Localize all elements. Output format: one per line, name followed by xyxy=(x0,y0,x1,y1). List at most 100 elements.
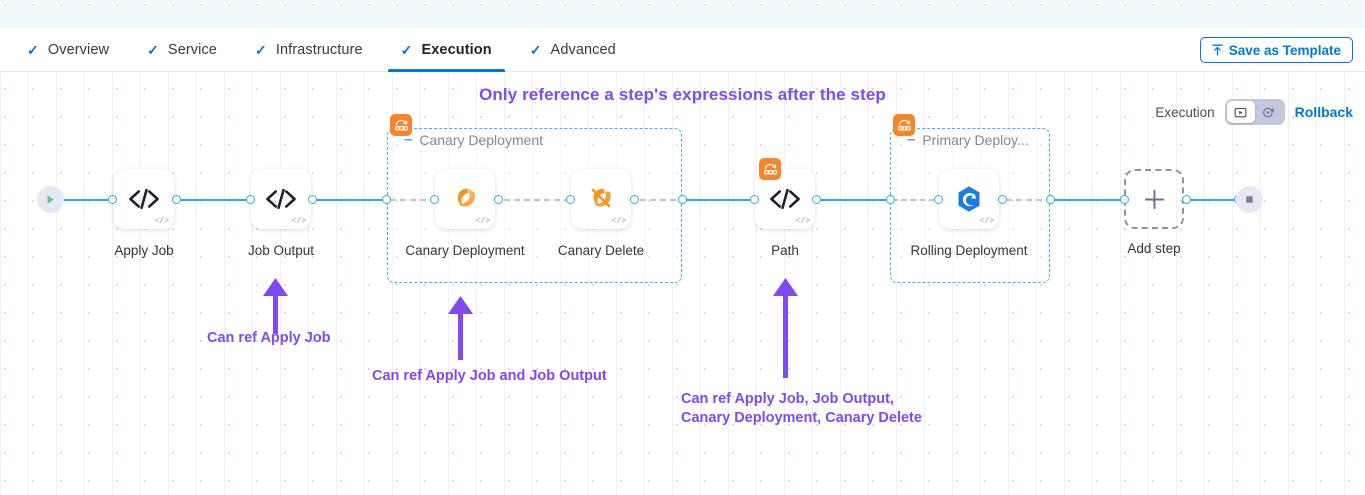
edge-path-primarygroup xyxy=(812,199,896,201)
tab-service[interactable]: ✓ Service xyxy=(134,28,230,72)
port[interactable] xyxy=(108,195,117,204)
step-label-canary-delete: Canary Delete xyxy=(557,243,645,258)
rollback-link[interactable]: Rollback xyxy=(1294,104,1353,120)
step-group-icon-badge xyxy=(759,158,781,180)
tab-infrastructure[interactable]: ✓ Infrastructure xyxy=(242,28,376,72)
port[interactable] xyxy=(812,195,821,204)
rolling-deploy-icon xyxy=(958,186,980,212)
port[interactable] xyxy=(1120,195,1129,204)
port[interactable] xyxy=(998,195,1007,204)
tab-label: Execution xyxy=(421,41,492,58)
port[interactable] xyxy=(566,195,575,204)
tab-execution[interactable]: ✓ Execution xyxy=(387,28,505,72)
play-box-icon-button[interactable] xyxy=(1226,101,1255,123)
save-as-template-label: Save as Template xyxy=(1228,42,1341,58)
edge-canarydelete-groupout xyxy=(630,199,686,201)
code-badge-icon: </> xyxy=(154,217,169,226)
plus-icon xyxy=(1144,189,1164,209)
tab-label: Infrastructure xyxy=(275,41,363,58)
check-icon: ✓ xyxy=(147,41,159,58)
page-headline: Only reference a step's expressions afte… xyxy=(479,85,886,104)
step-node-canary-deployment[interactable]: </> xyxy=(435,169,495,229)
play-circle-icon-button[interactable] xyxy=(1255,101,1283,123)
port[interactable] xyxy=(750,195,759,204)
play-circle-icon xyxy=(1263,107,1275,117)
edge-rolling-groupout xyxy=(996,199,1052,201)
step-label-canary-deployment: Canary Deployment xyxy=(405,243,525,258)
tab-label: Service xyxy=(167,41,217,58)
step-group-icon-badge xyxy=(390,114,412,136)
collapse-icon[interactable]: – xyxy=(907,131,916,148)
check-icon: ✓ xyxy=(400,41,413,58)
step-label-rolling-deployment: Rolling Deployment xyxy=(910,243,1028,258)
step-node-canary-delete[interactable]: </> xyxy=(571,169,631,229)
port[interactable] xyxy=(886,195,895,204)
code-badge-icon: </> xyxy=(979,217,994,226)
step-label-job-output: Job Output xyxy=(247,243,315,258)
pipeline-start-node[interactable] xyxy=(37,186,64,213)
step-node-job-output[interactable]: </> xyxy=(251,169,311,229)
code-icon xyxy=(129,188,159,210)
canary-bird-icon xyxy=(457,188,475,207)
group-label-text: Primary Deploy... xyxy=(922,131,1029,148)
stop-icon xyxy=(1246,196,1253,203)
edge-group-path xyxy=(680,199,758,201)
tab-bar: ✓ Overview ✓ Service ✓ Infrastructure ✓ … xyxy=(0,28,1365,72)
step-node-rolling-deployment[interactable]: </> xyxy=(939,169,999,229)
step-group-icon-badge xyxy=(893,114,915,136)
code-badge-icon: </> xyxy=(611,217,626,226)
edge-start-applyjob xyxy=(62,199,119,201)
edge-joboutput-group xyxy=(308,199,394,201)
add-step-label: Add step xyxy=(1127,241,1181,256)
canary-delete-icon xyxy=(591,188,611,208)
port[interactable] xyxy=(494,195,503,204)
port[interactable] xyxy=(934,195,943,204)
port[interactable] xyxy=(1182,195,1191,204)
check-icon: ✓ xyxy=(529,41,542,58)
execution-label: Execution xyxy=(1155,104,1215,120)
edge-primarygroup-rolling xyxy=(892,199,944,201)
step-group-icon xyxy=(394,119,408,130)
annotation-text-1: Can ref Apply Job xyxy=(207,330,331,346)
collapse-icon[interactable]: – xyxy=(404,131,413,148)
group-label-canary-deployment[interactable]: – Canary Deployment xyxy=(404,131,543,148)
step-node-apply-job[interactable]: </> xyxy=(114,169,174,229)
tab-label: Overview xyxy=(47,41,110,58)
code-icon xyxy=(770,188,800,210)
code-badge-icon: </> xyxy=(795,217,810,226)
tab-overview[interactable]: ✓ Overview xyxy=(14,28,122,72)
execution-controls: Execution Rollback xyxy=(1155,99,1353,125)
code-badge-icon: </> xyxy=(291,217,306,226)
step-group-icon xyxy=(897,119,911,130)
pipeline-end-node[interactable] xyxy=(1236,186,1263,213)
canvas-top-strip xyxy=(0,0,1365,28)
tab-list: ✓ Overview ✓ Service ✓ Infrastructure ✓ … xyxy=(0,28,641,72)
code-icon xyxy=(266,188,296,210)
step-group-icon xyxy=(763,163,777,174)
annotation-text-2: Can ref Apply Job and Job Output xyxy=(372,368,607,384)
group-label-text: Canary Deployment xyxy=(419,131,544,148)
port[interactable] xyxy=(430,195,439,204)
step-group-canary-deployment[interactable] xyxy=(387,128,682,283)
add-step-button[interactable] xyxy=(1124,169,1184,229)
code-badge-icon: </> xyxy=(475,217,490,226)
annotation-arrow-2 xyxy=(448,296,473,360)
port[interactable] xyxy=(172,195,181,204)
port[interactable] xyxy=(678,195,687,204)
port[interactable] xyxy=(1046,195,1055,204)
tab-advanced[interactable]: ✓ Advanced xyxy=(517,28,629,72)
port[interactable] xyxy=(382,195,391,204)
port[interactable] xyxy=(630,195,639,204)
port[interactable] xyxy=(308,195,317,204)
save-as-template-button[interactable]: Save as Template xyxy=(1199,37,1353,63)
edge-applyjob-joboutput xyxy=(170,199,258,201)
edge-group-canarydeploy xyxy=(390,199,446,201)
execution-mode-toggle[interactable] xyxy=(1224,99,1285,125)
play-icon xyxy=(47,195,54,204)
annotation-arrow-1 xyxy=(263,278,288,334)
edge-canarydeploy-canarydelete xyxy=(494,199,580,201)
port[interactable] xyxy=(246,195,255,204)
group-label-primary-deployment[interactable]: – Primary Deploy... xyxy=(907,131,1029,148)
edge-primarygroup-addstep xyxy=(1046,199,1126,201)
